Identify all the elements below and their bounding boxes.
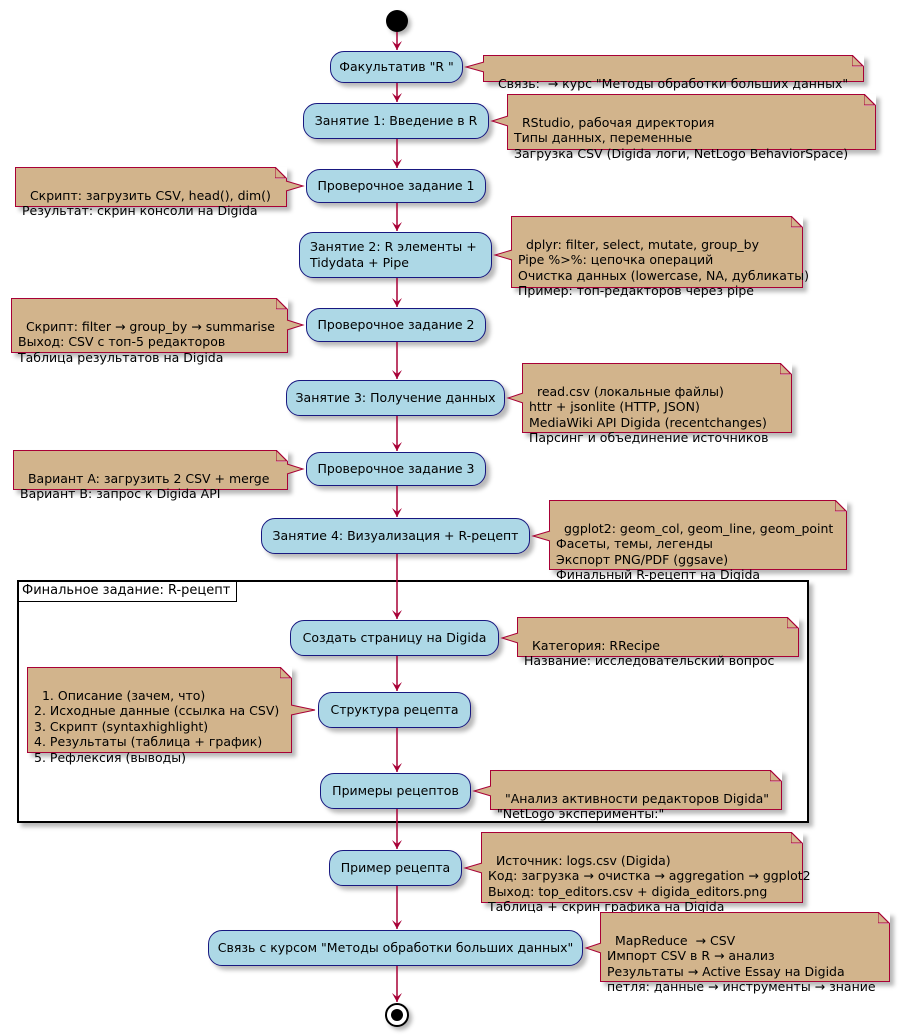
note-fold-corner: [276, 450, 288, 462]
note-check-task-1: Скрипт: загрузить CSV, head(), dim() Рез…: [15, 167, 287, 218]
activity-recipe-examples[interactable]: Примеры рецептов: [320, 773, 471, 809]
partition-title: Финальное задание: R-рецепт: [19, 582, 238, 602]
note-fold-corner: [787, 617, 799, 629]
note-text: Скрипт: filter → group_by → summarise Вы…: [18, 318, 275, 365]
flow-arrowhead: [392, 920, 402, 929]
note-fold-corner: [791, 832, 803, 844]
note-text: Категория: RRecipe Название: исследовате…: [524, 637, 775, 669]
note-recipe-sample: Источник: logs.csv (Digida) Код: загрузк…: [481, 832, 811, 914]
activity-lesson-3[interactable]: Занятие 3: Получение данных: [286, 380, 505, 416]
note-text: read.csv (локальные файлы) httr + jsonli…: [529, 383, 769, 446]
note-recipe-examples: "Анализ активности редакторов Digida" "N…: [490, 770, 782, 821]
activity-lesson-2[interactable]: Занятие 2: R элементы + Tidydata + Pipe: [299, 232, 492, 278]
note-fold-corner: [276, 298, 288, 310]
flow-arrowhead: [392, 508, 402, 517]
activity-lesson-1[interactable]: Занятие 1: Введение в R: [303, 103, 489, 139]
activity-check-task-2[interactable]: Проверочное задание 2: [306, 308, 486, 342]
note-fold-corner: [878, 912, 890, 924]
activity-check-task-3[interactable]: Проверочное задание 3: [306, 452, 486, 486]
flow-arrowhead: [392, 41, 402, 50]
activity-recipe-sample[interactable]: Пример рецепта: [329, 850, 462, 886]
note-fold-corner: [275, 167, 287, 179]
note-text: MapReduce → CSV Импорт CSV в R → анализ …: [607, 932, 876, 995]
note-text: dplyr: filter, select, mutate, group_by …: [518, 236, 809, 299]
flow-arrowhead: [392, 159, 402, 168]
note-text: ggplot2: geom_col, geom_line, geom_point…: [556, 520, 834, 583]
start-node: [386, 10, 408, 32]
partition-final-task: Финальное задание: R-рецепт: [17, 580, 809, 823]
note-create-page: Категория: RRecipe Название: исследовате…: [517, 617, 799, 668]
note-fold-corner: [780, 363, 792, 375]
note-pointer: [500, 632, 519, 644]
note-text: Связь: → курс "Методы обработки больших …: [497, 75, 849, 91]
note-pointer: [290, 704, 316, 716]
note-pointer: [493, 249, 513, 261]
note-fold-corner: [770, 770, 782, 782]
flow-arrowhead: [392, 682, 402, 691]
note-fold-corner: [852, 55, 864, 67]
activity-check-task-1[interactable]: Проверочное задание 1: [306, 169, 486, 203]
note-check-task-2: Скрипт: filter → group_by → summarise Вы…: [11, 298, 288, 365]
note-pointer: [463, 862, 483, 874]
note-pointer: [286, 463, 305, 475]
end-node-dot: [391, 1009, 403, 1021]
note-course-link: Связь: → курс "Методы обработки больших …: [483, 55, 864, 91]
note-pointer: [584, 942, 602, 954]
note-fold-corner: [835, 500, 847, 512]
note-text: Вариант A: загрузить 2 CSV + merge Вариа…: [20, 470, 270, 502]
note-pointer: [286, 319, 305, 331]
note-text: Источник: logs.csv (Digida) Код: загрузк…: [488, 852, 811, 915]
activity-create-page[interactable]: Создать страницу на Digida: [290, 620, 499, 656]
note-pointer: [285, 180, 305, 192]
flow-arrowhead: [392, 840, 402, 849]
activity-lesson-4[interactable]: Занятие 4: Визуализация + R-рецепт: [261, 518, 530, 554]
note-pointer: [490, 115, 509, 127]
flow-arrowhead: [392, 610, 402, 619]
note-text: RStudio, рабочая директория Типы данных,…: [514, 114, 849, 161]
note-fold-corner: [791, 216, 803, 228]
note-fold-corner: [280, 667, 292, 679]
flow-arrowhead: [392, 442, 402, 451]
note-text: Скрипт: загрузить CSV, head(), dim() Рез…: [22, 187, 271, 219]
note-check-task-3: Вариант A: загрузить 2 CSV + merge Вариа…: [13, 450, 288, 501]
note-text: 1. Описание (зачем, что) 2. Исходные дан…: [34, 687, 280, 765]
activity-recipe-structure[interactable]: Структура рецепта: [318, 692, 471, 728]
end-node: [385, 1003, 409, 1027]
note-lesson-3: read.csv (локальные файлы) httr + jsonli…: [522, 363, 792, 445]
activity-elective-r[interactable]: Факультатив "R ": [330, 51, 463, 83]
note-pointer: [506, 392, 524, 404]
note-lesson-4: ggplot2: geom_col, geom_line, geom_point…: [549, 500, 847, 582]
flow-arrowhead: [392, 763, 402, 772]
note-fold-corner: [864, 94, 876, 106]
note-pointer: [464, 61, 485, 73]
activity-big-data-link[interactable]: Связь с курсом "Методы обработки больших…: [208, 930, 583, 966]
flow-arrowhead: [392, 93, 402, 102]
note-recipe-structure: 1. Описание (зачем, что) 2. Исходные дан…: [27, 667, 292, 765]
note-big-data-link: MapReduce → CSV Импорт CSV в R → анализ …: [600, 912, 890, 994]
note-lesson-1: RStudio, рабочая директория Типы данных,…: [507, 94, 876, 161]
flow-arrowhead: [392, 370, 402, 379]
flow-arrowhead: [392, 222, 402, 231]
note-pointer: [531, 530, 551, 542]
note-pointer: [472, 785, 492, 797]
note-text: "Анализ активности редакторов Digida" "N…: [497, 790, 770, 822]
flow-arrowhead: [392, 993, 402, 1002]
flow-arrowhead: [392, 298, 402, 307]
